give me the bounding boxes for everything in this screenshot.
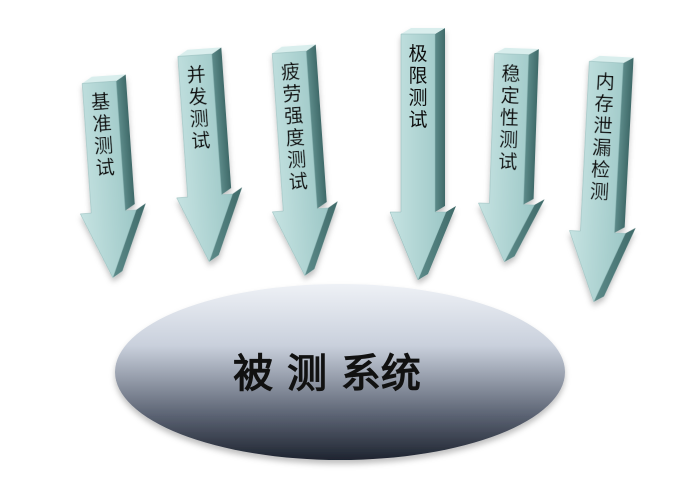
arrow-shaft-side bbox=[523, 49, 539, 205]
arrow-head-side bbox=[112, 203, 146, 278]
arrow-head-side bbox=[209, 187, 243, 262]
arrow-head-side bbox=[418, 206, 456, 280]
arrow-shaft-side bbox=[435, 28, 445, 212]
system-under-test: 被 测 系统 bbox=[115, 284, 565, 460]
arrow-front bbox=[569, 61, 626, 303]
arrow-cap bbox=[272, 44, 316, 54]
arrow-cap bbox=[177, 47, 222, 57]
arrow-cap bbox=[401, 28, 445, 34]
arrow-label: 并发测试 bbox=[186, 64, 211, 153]
test-arrow: 基准测试 bbox=[79, 74, 146, 279]
arrow-head-side bbox=[304, 201, 338, 276]
arrow-shaft-side bbox=[306, 44, 327, 209]
arrow-cap bbox=[494, 47, 539, 55]
arrow-head-side bbox=[593, 227, 636, 302]
arrow-label: 稳定性测试 bbox=[498, 63, 521, 174]
arrow-shaft-side bbox=[211, 47, 232, 195]
system-label: 被 测 系统 bbox=[233, 351, 421, 397]
arrow-head-side bbox=[504, 199, 545, 262]
arrow-front bbox=[79, 80, 137, 279]
test-arrow: 极限测试 bbox=[389, 28, 456, 281]
system-ellipse bbox=[115, 284, 565, 460]
arrow-shaft-side bbox=[116, 74, 135, 211]
arrow-label: 基准测试 bbox=[90, 91, 115, 180]
test-arrow: 疲劳强度测试 bbox=[271, 44, 338, 277]
arrow-label: 极限测试 bbox=[408, 43, 427, 131]
arrow-front bbox=[271, 50, 329, 277]
arrow-front bbox=[176, 53, 233, 263]
test-arrow: 内存泄漏检测 bbox=[569, 55, 636, 303]
arrow-front bbox=[478, 53, 535, 263]
arrow-label: 内存泄漏检测 bbox=[589, 71, 615, 204]
arrow-label: 疲劳强度测试 bbox=[280, 61, 308, 194]
arrow-cap bbox=[589, 55, 634, 64]
arrow-cap bbox=[82, 74, 126, 84]
arrow-shaft-side bbox=[614, 57, 634, 233]
arrows-group: 基准测试 并发测试 疲劳强度测试 极限测试 稳定性测试 内存泄漏检测 bbox=[79, 28, 636, 303]
arrow-front bbox=[389, 33, 447, 281]
test-arrow: 稳定性测试 bbox=[478, 47, 545, 263]
test-arrow: 并发测试 bbox=[176, 47, 243, 263]
